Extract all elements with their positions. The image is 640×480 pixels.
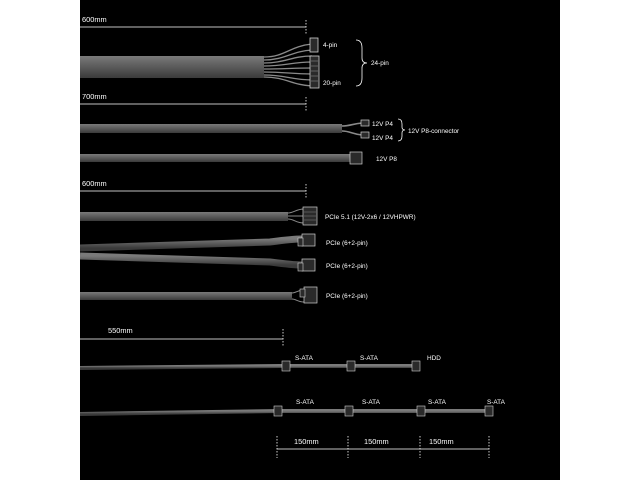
cable-sata-row1 — [80, 364, 420, 370]
cable-split-wires — [341, 122, 363, 136]
label-sata-r2-2: S-ATA — [362, 399, 381, 406]
cable-pcie-a — [80, 235, 303, 252]
connector-pcie-c-2pin — [299, 288, 306, 298]
length-label-700mm: 700mm — [82, 92, 107, 101]
cable-sata-row2 — [80, 409, 490, 416]
connector-sata-r1-2 — [346, 360, 356, 372]
cable-12v-p8 — [80, 154, 350, 162]
connector-sata-r1-1 — [281, 360, 291, 372]
label-sata-r1-2: S-ATA — [360, 355, 379, 362]
spacing-label-2: 150mm — [364, 437, 389, 446]
connector-pcie-b-2pin — [297, 262, 304, 272]
label-pcie5: PCIe 5.1 (12V-2x6 / 12VHPWR) — [325, 214, 416, 221]
connector-pcie-b — [301, 258, 316, 272]
connector-4pin — [309, 37, 319, 53]
group-pcie: 600mm PCIe 5.1 (12V-2x6 / 12VHPWR) PCIe … — [80, 179, 416, 304]
connector-pins — [311, 60, 318, 82]
label-12v-p4-b: 12V P4 — [372, 135, 393, 142]
cable-fan-wires — [263, 43, 313, 87]
connector-12v-p8 — [349, 151, 363, 165]
label-12v-p4-a: 12V P4 — [372, 121, 393, 128]
connector-pcie-a-2pin — [297, 237, 304, 247]
length-label-600mm: 600mm — [82, 179, 107, 188]
cable-diagram: 600mm 4-pin 20-pin 24-pin — [80, 15, 506, 458]
connector-sata-r2-1 — [273, 405, 283, 417]
cable-12v-p4 — [80, 124, 342, 133]
connector-12v-p4-a — [360, 119, 370, 127]
connector-sata-r2-2 — [344, 405, 354, 417]
label-12v-p8-connector: 12V P8-connector — [408, 128, 460, 135]
label-sata-r2-4: S-ATA — [487, 399, 506, 406]
label-12v-p8: 12V P8 — [376, 156, 397, 163]
label-sata-r2-1: S-ATA — [296, 399, 315, 406]
label-pcie-b: PCIe (6+2-pin) — [326, 263, 368, 270]
cable-pcie5 — [80, 212, 288, 221]
cable-diagram-panel: 600mm 4-pin 20-pin 24-pin — [80, 0, 560, 480]
spacing-label-3: 150mm — [429, 437, 454, 446]
connector-12v-p4-b — [360, 131, 370, 139]
connector-sata-r2-4 — [484, 405, 494, 417]
brace-12v-p8 — [397, 118, 406, 142]
connector-pcie-a — [301, 233, 316, 247]
group-24pin: 600mm 4-pin 20-pin 24-pin — [80, 15, 389, 89]
label-pcie-a: PCIe (6+2-pin) — [326, 240, 368, 247]
label-4pin: 4-pin — [323, 42, 338, 49]
label-hdd: HDD — [427, 355, 441, 362]
length-label-600mm: 600mm — [82, 15, 107, 24]
label-24pin: 24-pin — [371, 60, 389, 67]
cable-pcie5-fan — [287, 208, 305, 224]
spacing-label-1: 150mm — [294, 437, 319, 446]
connector-pcie-c — [303, 286, 318, 304]
label-20pin: 20-pin — [323, 80, 341, 87]
group-12v: 700mm 12V P4 12V P4 12V P8-connector 12V… — [80, 92, 460, 165]
length-label-550mm: 550mm — [108, 326, 133, 335]
spacing-ticks — [276, 436, 490, 458]
cable-pcie-c — [80, 292, 292, 300]
connector-sata-r2-3 — [416, 405, 426, 417]
label-sata-r1-1: S-ATA — [295, 355, 314, 362]
label-sata-r2-3: S-ATA — [428, 399, 447, 406]
cable-bundle-24pin — [80, 56, 264, 78]
brace-24pin — [355, 39, 368, 87]
cable-pcie-b — [80, 252, 303, 269]
group-sata: 550mm S-ATA S-ATA HDD S-ATA S-ATA S-ATA … — [80, 326, 506, 458]
label-pcie-c: PCIe (6+2-pin) — [326, 293, 368, 300]
connector-20pin — [309, 55, 320, 89]
connector-pins — [304, 211, 316, 221]
connector-hdd — [411, 360, 421, 372]
